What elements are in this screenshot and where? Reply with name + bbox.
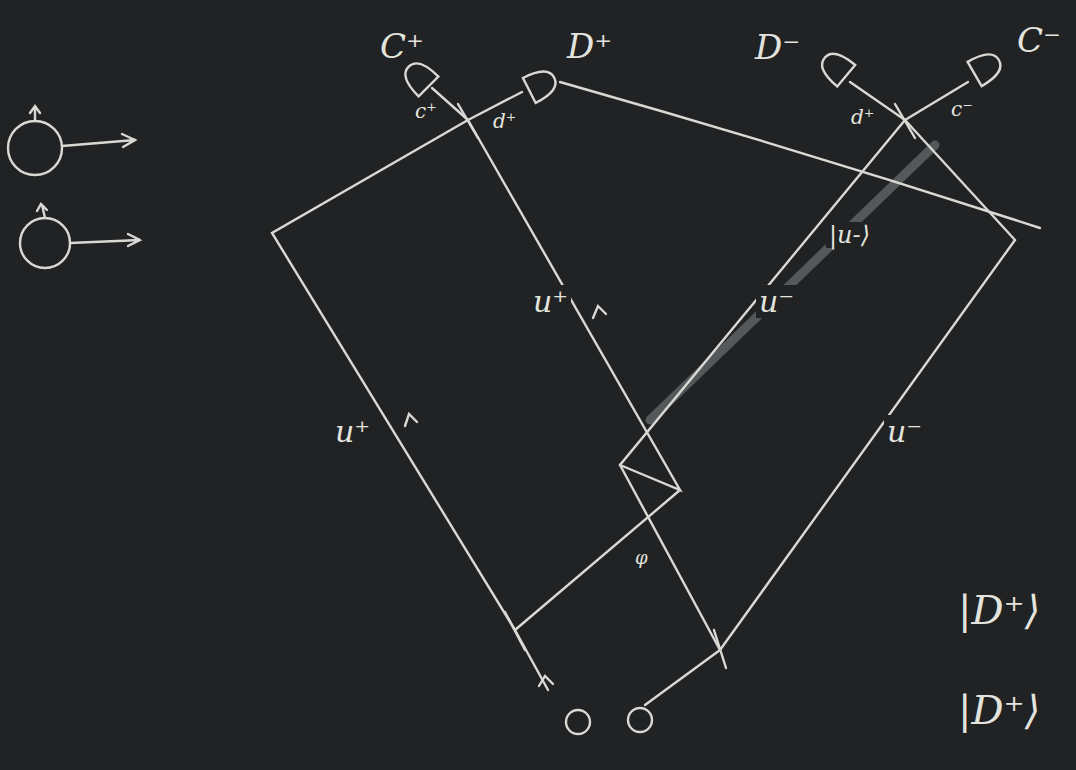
label-holder: φ xyxy=(632,548,651,568)
spin-symbol xyxy=(8,121,62,175)
detector: D⁺ xyxy=(515,28,610,108)
label-holder: c⁻ xyxy=(948,98,976,120)
label-holder: d⁺ xyxy=(490,110,519,132)
beam xyxy=(620,120,905,650)
beam-label: u⁻ xyxy=(756,285,797,318)
spin-symbol xyxy=(20,218,70,268)
label-holder: |D⁺⟩ xyxy=(955,688,1043,732)
spin-arrow xyxy=(37,204,47,218)
beam-splitter xyxy=(505,612,525,650)
beam-label: u⁺ xyxy=(530,285,571,318)
beam xyxy=(468,120,680,490)
beam xyxy=(272,120,515,630)
beam-label: c⁻ xyxy=(948,98,976,120)
detector-outline xyxy=(816,47,855,86)
source xyxy=(566,710,590,734)
beam-label: |D⁺⟩ xyxy=(955,688,1043,732)
arrow-mark xyxy=(539,676,553,686)
beam xyxy=(560,82,1040,228)
beam-label: d⁺ xyxy=(490,110,519,132)
detector-label: C⁺ xyxy=(380,28,424,65)
beam-label: |u-⟩ xyxy=(826,222,873,248)
beam-splitter xyxy=(714,630,726,668)
arrow-mark xyxy=(405,414,417,426)
label-holder: u⁺ xyxy=(530,285,571,318)
beam xyxy=(515,490,680,630)
detector: C⁻ xyxy=(955,22,1065,102)
label-holder: d⁺ xyxy=(848,106,877,128)
detector-outline xyxy=(523,65,561,103)
beam-splitter xyxy=(895,104,915,138)
label-holder: u⁻ xyxy=(884,415,925,448)
beam xyxy=(645,650,720,705)
beam-label: φ xyxy=(632,548,651,568)
beam xyxy=(720,120,1015,650)
label-holder: u⁺ xyxy=(332,415,373,448)
label-holder: |u-⟩ xyxy=(826,222,873,248)
beam-label: u⁻ xyxy=(884,415,925,448)
spin-arrow xyxy=(30,106,40,121)
arrow-mark xyxy=(593,306,606,318)
detector-label: C⁻ xyxy=(1017,22,1061,59)
detector-label: D⁺ xyxy=(567,28,612,65)
beam-lines xyxy=(8,82,1040,734)
label-holder: u⁻ xyxy=(756,285,797,318)
detector-label: D⁻ xyxy=(755,29,800,66)
beam-splitter xyxy=(458,104,478,138)
beam-label: c⁺ xyxy=(412,100,440,122)
label-holder: c⁺ xyxy=(412,100,440,122)
spin-arrow xyxy=(62,134,135,147)
detector: D⁻ xyxy=(755,25,860,105)
detector-outline xyxy=(968,48,1006,86)
detector: C⁺ xyxy=(380,28,460,108)
beam-label: |D⁺⟩ xyxy=(955,588,1043,632)
label-holder: |D⁺⟩ xyxy=(955,588,1043,632)
beam-label: u⁺ xyxy=(332,415,373,448)
spin-arrow xyxy=(70,234,140,246)
source xyxy=(628,708,652,732)
beam-label: d⁺ xyxy=(848,106,877,128)
